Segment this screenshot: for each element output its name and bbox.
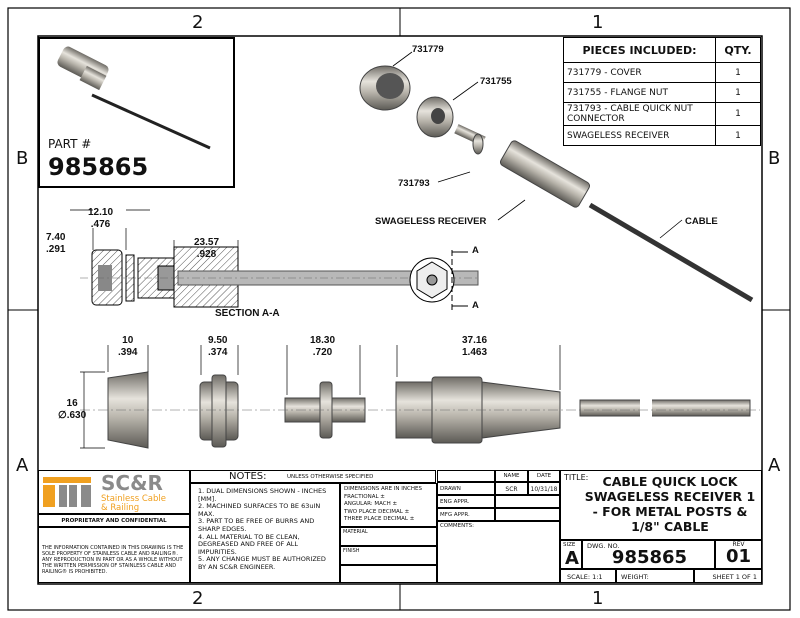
tolerance-row: TWO PLACE DECIMAL ± <box>344 508 410 515</box>
tolerances-title: DIMENSIONS ARE IN INCHES <box>344 486 422 492</box>
note-item: 3. PART TO BE FREE OF BURRS AND SHARP ED… <box>198 517 315 533</box>
mfg-appr-field <box>495 508 560 521</box>
dim-connector: 18.30.720 <box>310 335 336 358</box>
dim-flange: 9.50.374 <box>208 335 228 358</box>
rev-cell: REV 01 <box>715 540 762 569</box>
parts-row <box>80 345 760 449</box>
exploded-view <box>359 51 754 303</box>
part-number: 985865 <box>48 153 149 181</box>
zone-bottom-2: 2 <box>192 588 204 609</box>
name-header: NAME <box>495 470 528 482</box>
dwg-number: 985865 <box>611 547 688 568</box>
callout-cable: CABLE <box>685 216 718 227</box>
material-field: MATERIAL <box>340 527 437 546</box>
dim-12-10: 12.10.476 <box>88 207 114 230</box>
weight-field: WEIGHT: <box>616 569 694 583</box>
zone-right-a: A <box>768 455 781 476</box>
note-item: 2. MACHINED SURFACES TO BE 63uIN MAX. <box>198 502 321 518</box>
logo-brand: SC&R <box>101 471 163 495</box>
piece-qty: 1 <box>715 102 761 126</box>
piece-name: 731755 - FLANGE NUT <box>563 82 716 103</box>
eng-appr-label: ENG APPR. <box>437 495 495 508</box>
tolerance-row: FRACTIONAL ± <box>344 493 385 500</box>
date-header: DATE <box>528 470 560 482</box>
size-value: A <box>565 548 579 569</box>
drawing-title: CABLE QUICK LOCK SWAGELESS RECEIVER 1 - … <box>584 474 756 534</box>
piece-name: 731793 - CABLE QUICK NUT CONNECTOR <box>563 102 716 126</box>
section-marker-bottom: A <box>472 300 479 311</box>
comments-field: COMMENTS: <box>437 521 560 583</box>
size-label: SIZE <box>563 542 576 548</box>
callout-receiver: SWAGELESS RECEIVER <box>375 216 487 227</box>
notes-title: NOTES: <box>229 471 267 482</box>
zone-bottom-1: 1 <box>592 588 604 609</box>
logo-line1: Stainless Cable <box>101 494 166 504</box>
piece-qty: 1 <box>715 82 761 103</box>
part-number-box: PART # 985865 <box>38 37 235 188</box>
eng-appr-field <box>495 495 560 508</box>
piece-qty: 1 <box>715 125 761 146</box>
blank-field <box>340 565 437 583</box>
sheet-field: SHEET 1 OF 1 <box>694 569 762 583</box>
approvals-blank <box>437 470 495 482</box>
drawn-label: DRAWN <box>437 482 495 495</box>
section-marker-top: A <box>472 245 479 256</box>
dim-diameter: 16∅.630 <box>58 398 87 421</box>
part-label: PART # <box>48 137 92 151</box>
title-label: TITLE: <box>564 473 589 482</box>
drawn-name: SCR <box>495 482 528 495</box>
tolerances: DIMENSIONS ARE IN INCHES FRACTIONAL ± AN… <box>340 483 437 527</box>
callout-connector: 731793 <box>398 178 430 189</box>
callout-cover: 731779 <box>412 44 444 55</box>
proprietary-label: PROPRIETARY AND CONFIDENTIAL <box>38 514 190 527</box>
pieces-header: PIECES INCLUDED: <box>563 37 716 63</box>
notes-subtitle: UNLESS OTHERWISE SPECIFIED <box>287 474 374 480</box>
piece-name: SWAGELESS RECEIVER <box>563 125 716 146</box>
note-item: 1. DUAL DIMENSIONS SHOWN - INCHES [MM]. <box>198 487 327 503</box>
dim-23-57: 23.57.928 <box>194 237 220 260</box>
logo: SC&R Stainless Cable & Railing <box>38 470 190 514</box>
piece-name: 731779 - COVER <box>563 62 716 83</box>
tolerance-row: THREE PLACE DECIMAL ± <box>344 516 415 522</box>
notes-header: NOTES: UNLESS OTHERWISE SPECIFIED <box>190 470 436 483</box>
disclaimer: THE INFORMATION CONTAINED IN THIS DRAWIN… <box>38 527 190 583</box>
finish-field: FINISH <box>340 546 437 565</box>
drawn-date: 10/31/18 <box>528 482 560 495</box>
dim-cover: 10.394 <box>118 335 138 358</box>
section-view <box>70 209 480 310</box>
note-item: 4. ALL MATERIAL TO BE CLEAN, DEGREASED A… <box>198 532 300 556</box>
section-title: SECTION A-A <box>215 308 280 319</box>
zone-left-b: B <box>16 148 29 169</box>
notes-list: 1. DUAL DIMENSIONS SHOWN - INCHES [MM]. … <box>190 483 340 583</box>
qty-header: QTY. <box>715 37 761 63</box>
zone-right-b: B <box>768 148 781 169</box>
dim-7-40: 7.40.291 <box>46 232 66 255</box>
part-thumbnail <box>57 46 211 150</box>
mfg-appr-label: MFG APPR. <box>437 508 495 521</box>
dwg-cell: DWG. NO. 985865 <box>582 540 715 569</box>
callout-flange: 731755 <box>480 76 512 87</box>
zone-top-2: 2 <box>192 12 204 33</box>
dwg-label: DWG. NO. <box>587 542 620 550</box>
note-item: 5. ANY CHANGE MUST BE AUTHORIZED BY AN S… <box>198 555 326 571</box>
zone-left-a: A <box>16 455 29 476</box>
rev-value: 01 <box>725 546 752 567</box>
zone-top-1: 1 <box>592 12 604 33</box>
tolerance-row: ANGULAR: MACH ± <box>344 501 398 507</box>
logo-mark <box>43 477 91 507</box>
size-cell: SIZE A <box>560 540 582 569</box>
piece-qty: 1 <box>715 62 761 83</box>
scale-field: SCALE: 1:1 <box>560 569 616 583</box>
logo-line2: & Railing <box>101 503 140 513</box>
title-cell: TITLE: CABLE QUICK LOCK SWAGELESS RECEIV… <box>560 470 762 540</box>
rev-label: REV <box>732 541 745 548</box>
